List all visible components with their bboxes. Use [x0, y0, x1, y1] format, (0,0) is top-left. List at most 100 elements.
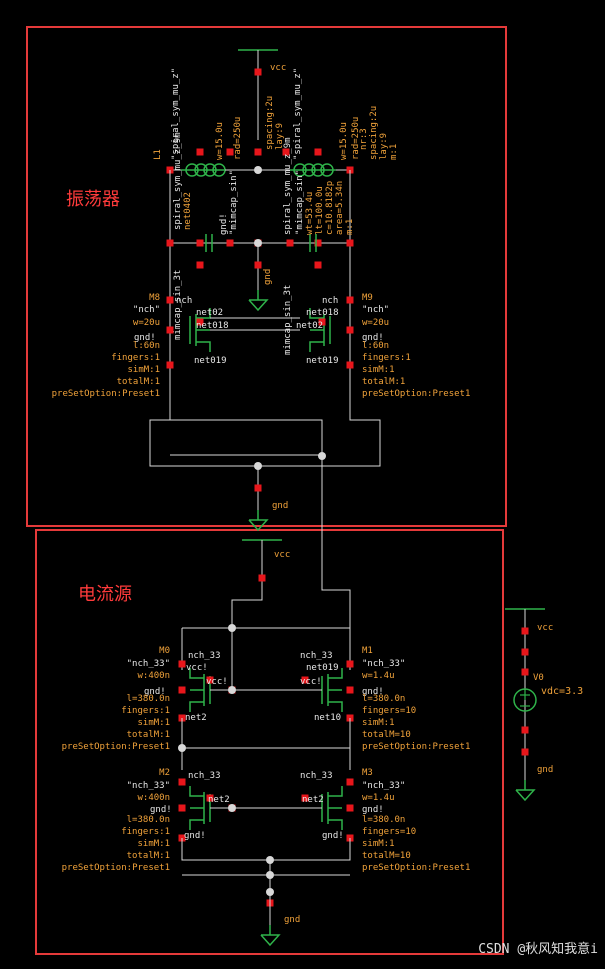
inductor-lay-right: lay:9 — [379, 133, 389, 160]
m1-vcc-bang: vcc! — [300, 677, 322, 687]
oscillator-title: 振荡器 — [66, 189, 120, 210]
m0-param-name: M0 — [159, 646, 170, 656]
pin-marker — [196, 318, 204, 326]
ground-symbol — [515, 789, 536, 802]
m0-param-w: w:400n — [137, 671, 170, 681]
transistor-m1-drain-lead — [328, 668, 343, 679]
m9-param-model: "nch" — [362, 305, 389, 315]
pin-marker — [166, 239, 174, 247]
m0-param-preset: preSetOption:Preset1 — [62, 742, 170, 752]
cap-gnd-label: gnd — [263, 269, 273, 285]
m8-param-fingers: fingers:1 — [111, 353, 160, 363]
m0-gnd-bang: gnd! — [144, 687, 166, 697]
m8-param-totalM: totalM:1 — [117, 377, 160, 387]
m3-param-simM: simM:1 — [362, 839, 395, 849]
pin-marker — [196, 261, 204, 269]
pin-marker — [196, 239, 204, 247]
m8-net019: net019 — [194, 356, 227, 366]
transistor-m8-source-lead — [196, 341, 211, 352]
transistor-m0-source-lead — [189, 701, 204, 712]
m0-param-totalM: totalM:1 — [127, 730, 170, 740]
inductor-m-right: m:1 — [389, 144, 399, 160]
pin-marker — [254, 148, 262, 156]
pin-marker — [206, 794, 214, 802]
cap-wt: wt=53.4u — [305, 192, 315, 235]
pin-marker — [178, 660, 186, 668]
wire — [181, 838, 351, 861]
m1-param-l: l=380.0n — [362, 694, 405, 704]
m2-param-totalM: totalM:1 — [127, 851, 170, 861]
m0-type: nch_33 — [188, 651, 221, 661]
m1-param-w: w=1.4u — [362, 671, 395, 681]
pin-marker — [346, 660, 354, 668]
pin-marker — [301, 676, 309, 684]
m9-gnd-bang: gnd! — [362, 333, 384, 343]
inductor-l1-coil — [194, 163, 208, 177]
m1-gnd-bang: gnd! — [362, 687, 384, 697]
pin-marker — [521, 748, 529, 756]
transistor-m2-drain-lead — [189, 786, 204, 797]
pin-marker — [178, 686, 186, 694]
inductor-nr: nr:3 — [359, 128, 369, 150]
pin-marker — [286, 239, 294, 247]
m1-param-name: M1 — [362, 646, 373, 656]
m9-param-totalM: totalM:1 — [362, 377, 405, 387]
m0-net2: net2 — [185, 713, 207, 723]
m1-type: nch_33 — [300, 651, 333, 661]
pin-marker — [258, 574, 266, 582]
m2-gnd-bang-2: gnd! — [150, 805, 172, 815]
pin-marker — [206, 676, 214, 684]
vcc-net-label: vcc — [270, 63, 286, 73]
m3-net2: net2 — [302, 795, 324, 805]
voltage-source-body — [513, 688, 537, 712]
inductor-l2-coil — [293, 163, 307, 177]
m1-net019: net019 — [306, 663, 339, 673]
m9-param-simM: simM:1 — [362, 365, 395, 375]
m9-param-fingers: fingers:1 — [362, 353, 411, 363]
inductor-model-right: "spiral_sym_mu_z" — [293, 68, 303, 160]
osc-model-short-left: spiral_sym_mu_z_9m — [173, 132, 183, 230]
m9-param-l: l:60n — [362, 341, 389, 351]
pin-marker — [346, 804, 354, 812]
m9-param-preset: preSetOption:Preset1 — [362, 389, 470, 399]
m1-param-model: "nch_33" — [362, 659, 405, 669]
inductor-model-left: "spiral_sym_mu_z" — [171, 68, 181, 160]
wire — [231, 540, 263, 628]
transistor-m0-drain-lead — [189, 668, 204, 679]
m3-type: nch_33 — [300, 771, 333, 781]
cs-vcc-label: vcc — [274, 550, 290, 560]
v0-gnd-label: gnd — [537, 765, 553, 775]
inductor-rad-right: rad=250u — [351, 117, 361, 160]
pin-marker — [254, 261, 262, 269]
m0-param-simM: simM:1 — [137, 718, 170, 728]
m3-param-model: "nch_33" — [362, 781, 405, 791]
m2-param-l: l=380.0n — [127, 815, 170, 825]
m2-type: nch_33 — [188, 771, 221, 781]
m9-type: nch — [322, 296, 338, 306]
ground-symbol — [260, 934, 281, 947]
m3-param-preset: preSetOption:Preset1 — [362, 863, 470, 873]
m2-param-fingers: fingers:1 — [121, 827, 170, 837]
m8-param-model: "nch" — [133, 305, 160, 315]
m8-param-preset: preSetOption:Preset1 — [52, 389, 160, 399]
m9-net02: net02 — [296, 321, 323, 331]
oscillator-frame — [26, 26, 507, 527]
inductor-l1-coil — [203, 163, 217, 177]
pin-marker — [282, 148, 290, 156]
m0-vcc-bang-2: vcc! — [206, 677, 228, 687]
osc-gnd-label: gnd — [272, 501, 288, 511]
pin-marker — [521, 627, 529, 635]
v0-name: V0 — [533, 673, 544, 683]
pin-marker — [254, 68, 262, 76]
cs-gnd-label: gnd — [284, 915, 300, 925]
net0402-label: net0402 — [183, 192, 193, 230]
ground-symbol — [248, 299, 269, 312]
m3-param-l: l=380.0n — [362, 815, 405, 825]
wire — [149, 390, 381, 467]
m3-gnd-bang-2: gnd! — [362, 805, 384, 815]
m2-param-preset: preSetOption:Preset1 — [62, 863, 170, 873]
cap-c: c=10.8182p — [325, 181, 335, 235]
m1-net10: net10 — [314, 713, 341, 723]
watermark-text: CSDN @秋风知我意i — [478, 941, 598, 957]
